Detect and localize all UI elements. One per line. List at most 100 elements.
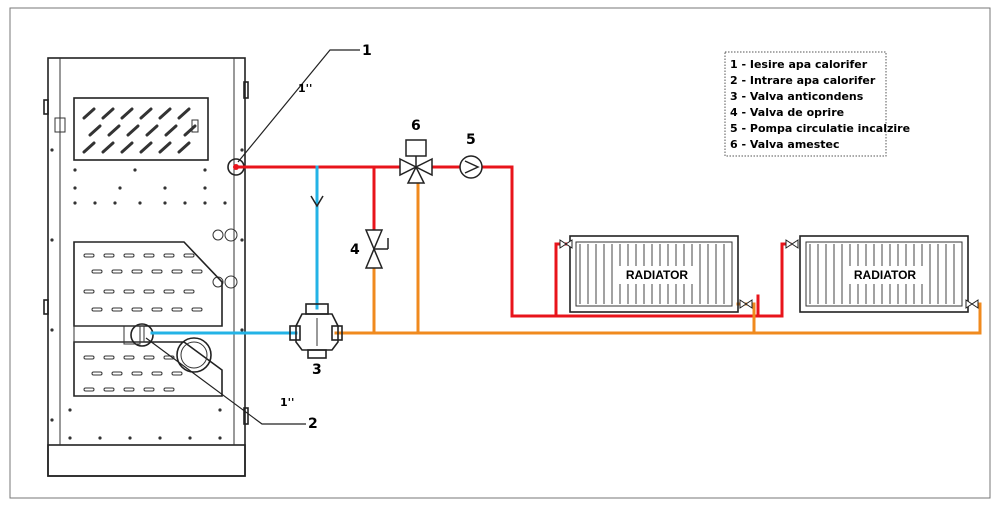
vent-slot <box>177 141 191 154</box>
door-slot <box>183 253 195 258</box>
panel-dot <box>203 168 207 172</box>
panel-dot <box>50 328 54 332</box>
legend-item: 3 - Valva anticondens <box>730 90 864 103</box>
panel-dot <box>133 168 137 172</box>
callout-3: 3 <box>312 362 322 378</box>
radiator-2-label: RADIATOR <box>854 268 917 282</box>
supply-pipe-to-radiators <box>480 165 760 318</box>
door-slot <box>83 355 95 360</box>
door-slot <box>151 307 163 312</box>
door-slot <box>83 387 95 392</box>
vent-slot <box>139 141 153 154</box>
panel-dot <box>73 186 77 190</box>
door-slot <box>143 289 155 294</box>
door-slot <box>131 371 143 376</box>
door-slot <box>131 269 143 274</box>
door-slot <box>131 307 143 312</box>
radiator-2: RADIATOR <box>785 235 979 313</box>
door-slot <box>111 371 123 376</box>
door-slot <box>123 355 135 360</box>
legend-item: 6 - Valva amestec <box>730 138 840 151</box>
callout-4: 4 <box>350 242 360 258</box>
callout-2: 2 <box>308 416 318 432</box>
door-slot <box>143 355 155 360</box>
door-slot <box>191 269 203 274</box>
size-label-top: 1'' <box>298 82 312 95</box>
door-slot <box>91 269 103 274</box>
door-slot <box>123 289 135 294</box>
panel-dot <box>158 436 162 440</box>
radiator-1-label: RADIATOR <box>626 268 689 282</box>
panel-dot <box>203 186 207 190</box>
lower-door-upper <box>73 241 223 327</box>
callout-5: 5 <box>466 132 476 148</box>
radiator-1: RADIATOR <box>559 235 753 313</box>
vent-slot <box>120 107 134 120</box>
vent-slot <box>107 124 121 137</box>
panel-dot <box>240 148 244 152</box>
flow-arrow-icon <box>310 195 324 208</box>
panel-dot <box>50 238 54 242</box>
anticondense-valve <box>289 303 343 359</box>
legend-item: 4 - Valva de oprire <box>730 106 844 119</box>
legend: 1 - Iesire apa calorifer 2 - Intrare apa… <box>724 51 910 157</box>
vent-slot <box>82 107 96 120</box>
panel-dot <box>203 201 207 205</box>
door-slot <box>183 289 195 294</box>
callout-6: 6 <box>411 118 421 134</box>
boiler <box>43 57 249 477</box>
vent-slot <box>120 141 134 154</box>
panel-dot <box>138 201 142 205</box>
panel-dot <box>73 201 77 205</box>
door-slot <box>163 289 175 294</box>
panel-dot <box>113 201 117 205</box>
door-slot <box>171 269 183 274</box>
door-slot <box>111 269 123 274</box>
panel-dot <box>188 436 192 440</box>
leader-lines <box>145 49 360 425</box>
door-slot <box>83 289 95 294</box>
door-slot <box>91 307 103 312</box>
panel-dot <box>128 436 132 440</box>
door-slot <box>143 253 155 258</box>
size-label-bottom: 1'' <box>280 396 294 409</box>
door-slot <box>163 253 175 258</box>
door-slot <box>163 387 175 392</box>
panel-dot <box>163 186 167 190</box>
panel-dot <box>240 328 244 332</box>
door-slot <box>191 307 203 312</box>
door-slot <box>151 371 163 376</box>
return-connector <box>130 323 154 347</box>
door-slot <box>143 387 155 392</box>
door-slot <box>103 253 115 258</box>
panel-dot <box>118 186 122 190</box>
legend-item: 2 - Intrare apa calorifer <box>730 74 876 87</box>
door-slot <box>103 289 115 294</box>
door-slot <box>83 253 95 258</box>
vent-slot <box>177 107 191 120</box>
vent-slot <box>101 107 115 120</box>
vent-slot <box>145 124 159 137</box>
vent-slot <box>101 141 115 154</box>
boiler-base <box>47 444 246 477</box>
return-pipe-main <box>334 302 982 335</box>
door-slot <box>151 269 163 274</box>
panel-dot <box>50 148 54 152</box>
legend-item: 5 - Pompa circulatie incalzire <box>730 122 910 135</box>
panel-dot <box>163 201 167 205</box>
panel-dot <box>50 418 54 422</box>
vent-slot <box>164 124 178 137</box>
vent-slot <box>88 124 102 137</box>
legend-box <box>724 51 887 157</box>
vent-slot <box>126 124 140 137</box>
vent-slot <box>158 141 172 154</box>
door-slot <box>123 387 135 392</box>
panel-dot <box>183 201 187 205</box>
circulation-pump <box>459 155 483 179</box>
door-slot <box>171 307 183 312</box>
flue-outlet <box>176 337 212 373</box>
panel-dot <box>218 436 222 440</box>
panel-dot <box>240 238 244 242</box>
vent-slot <box>183 124 197 137</box>
